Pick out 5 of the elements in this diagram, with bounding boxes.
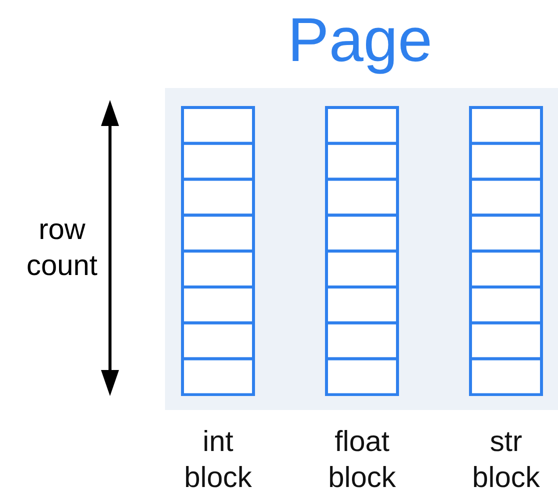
- panel-title: Page: [286, 6, 434, 76]
- block-label: str block: [471, 425, 541, 496]
- block-label: float block: [327, 425, 397, 496]
- dimension-label: row count: [26, 213, 98, 284]
- block-label: int block: [183, 425, 253, 496]
